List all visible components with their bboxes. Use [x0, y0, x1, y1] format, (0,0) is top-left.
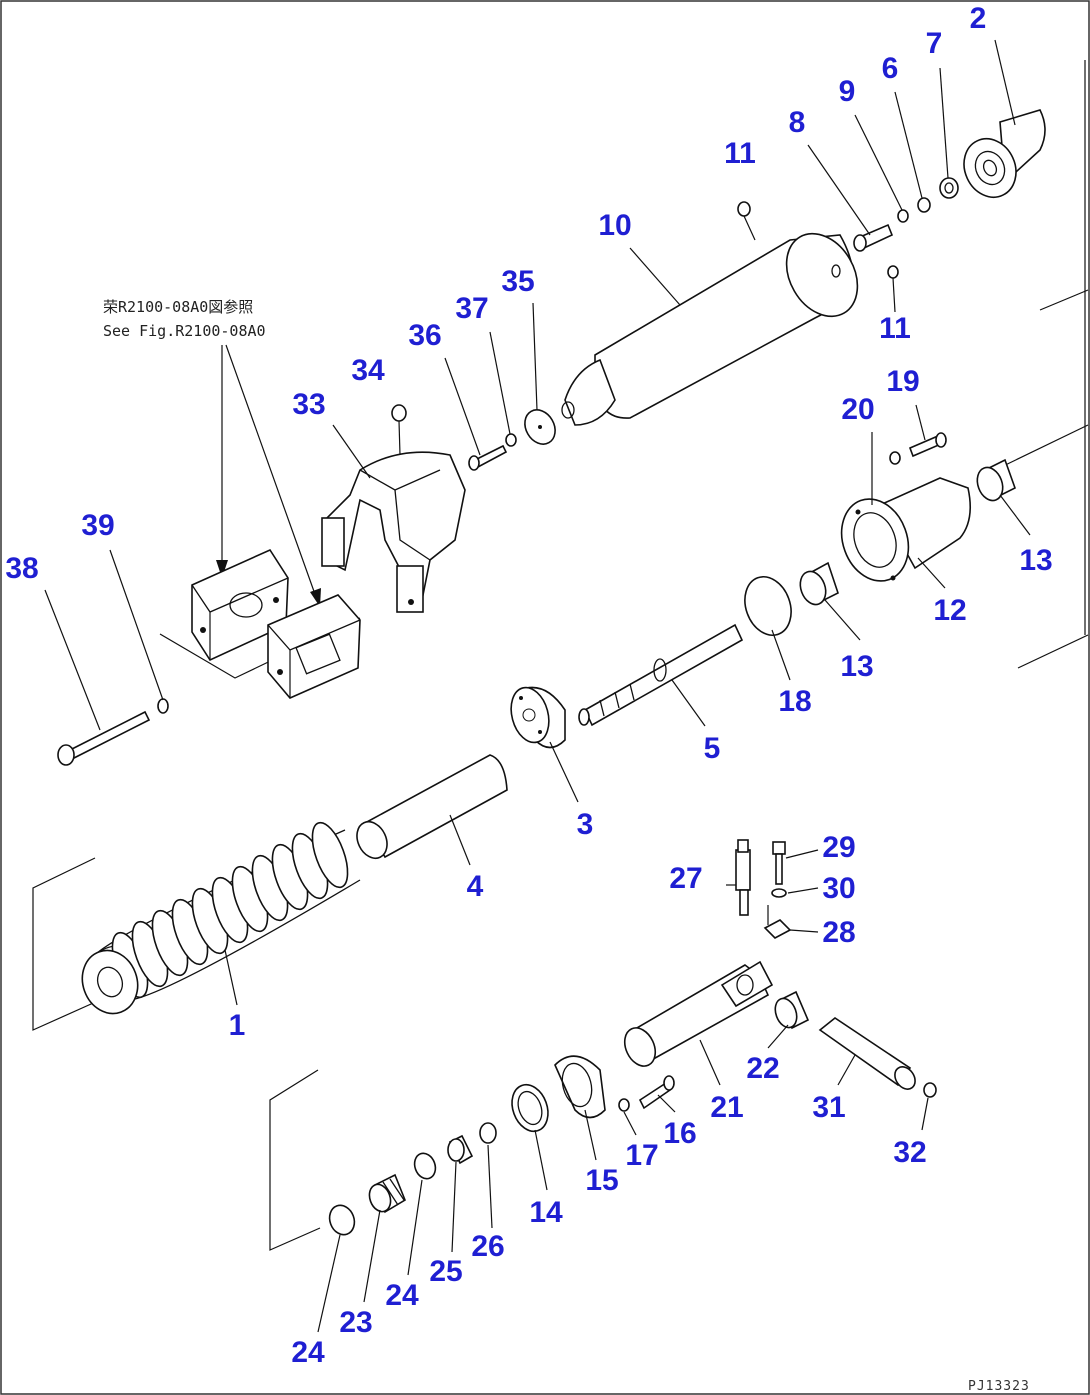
part-11-plug-right — [887, 265, 899, 313]
callout-c13b: 13 — [840, 650, 873, 683]
part-24-cap-lower — [328, 1204, 356, 1236]
part-37-washer — [505, 433, 517, 447]
part-39-washer — [157, 698, 169, 714]
leader-lines — [44, 39, 1031, 1333]
reference-note-en: See Fig.R2100-08A0 — [103, 322, 266, 340]
callout-c38: 38 — [5, 552, 38, 585]
callout-c11a: 11 — [724, 137, 756, 170]
callout-labels: 1234567891011111213131415161718192021222… — [5, 2, 1052, 1369]
part-38-long-bolt — [57, 710, 151, 766]
part-7-nut — [939, 177, 959, 199]
callout-c10: 10 — [598, 209, 631, 242]
part-2-end-cap — [963, 109, 1046, 198]
callout-c36: 36 — [408, 319, 441, 352]
part-30-washer — [771, 888, 787, 898]
callout-c3: 3 — [577, 808, 594, 841]
part-31-pin — [818, 1017, 916, 1090]
callout-c30: 30 — [822, 872, 855, 905]
figure-code: PJ13323 — [968, 1379, 1030, 1394]
callout-c20: 20 — [841, 393, 874, 426]
part-27-fitting — [735, 839, 751, 916]
part-9-washer — [897, 209, 909, 223]
part-24-ring-upper — [413, 1152, 437, 1180]
callout-c9: 9 — [839, 75, 856, 108]
part-36-bolt — [468, 444, 508, 471]
part-17-washer — [618, 1098, 630, 1112]
part-5-rod — [578, 623, 744, 727]
part-13-bushing-left — [799, 561, 839, 606]
callout-c7: 7 — [926, 27, 943, 60]
callout-c28: 28 — [822, 916, 855, 949]
callout-c24a: 24 — [385, 1279, 419, 1312]
part-14-seal — [511, 1083, 549, 1133]
callout-c8: 8 — [789, 106, 806, 139]
part-34-fitting — [391, 404, 407, 456]
callout-c35: 35 — [501, 265, 534, 298]
part-22-bushing — [774, 990, 810, 1030]
callout-c29: 29 — [822, 831, 855, 864]
callout-c17: 17 — [625, 1139, 658, 1172]
callout-c1: 1 — [229, 1009, 246, 1042]
part-12-housing — [840, 477, 971, 582]
part-8-bolt — [853, 223, 894, 252]
callout-c15: 15 — [585, 1164, 618, 1197]
callout-c23: 23 — [339, 1306, 372, 1339]
reference-arrows — [216, 344, 321, 607]
callout-c32: 32 — [893, 1136, 926, 1169]
callout-c2: 2 — [970, 2, 987, 35]
callout-c21: 21 — [710, 1091, 743, 1124]
part-4-tube — [356, 754, 508, 860]
part-6-washer — [917, 197, 931, 213]
part-11-plug-top — [737, 201, 756, 241]
reference-note-jp: 荣R2100-08A0図参照 — [103, 298, 253, 316]
part-26-o-ring — [479, 1122, 497, 1144]
callout-c27: 27 — [669, 862, 702, 895]
callout-c6: 6 — [882, 52, 899, 85]
part-block-right — [267, 594, 361, 699]
part-35-disc — [524, 409, 556, 445]
part-25-nut — [447, 1134, 474, 1165]
part-19-bolt — [908, 432, 947, 458]
callout-c25: 25 — [429, 1255, 462, 1288]
callout-c19: 19 — [886, 365, 919, 398]
callout-c13a: 13 — [1019, 544, 1052, 577]
part-16-bolt — [638, 1075, 675, 1110]
callout-c31: 31 — [812, 1091, 845, 1124]
callout-c14: 14 — [529, 1196, 563, 1229]
callout-c5: 5 — [704, 732, 721, 765]
callout-c24b: 24 — [291, 1336, 325, 1369]
callout-c22: 22 — [746, 1052, 779, 1085]
part-21-piston-tube — [623, 960, 774, 1067]
callout-c16: 16 — [663, 1117, 696, 1150]
callout-c33: 33 — [292, 388, 325, 421]
part-20-washer — [889, 451, 901, 465]
part-29-bolt — [772, 841, 786, 885]
part-15-plate — [554, 1055, 606, 1119]
part-32-plug — [923, 1082, 937, 1098]
callout-c37: 37 — [455, 292, 488, 325]
callout-c34: 34 — [351, 354, 385, 387]
callout-c26: 26 — [471, 1230, 504, 1263]
part-13-bushing-right — [976, 458, 1016, 502]
callout-c18: 18 — [778, 685, 811, 718]
callout-c39: 39 — [81, 509, 114, 542]
part-3-flange — [510, 686, 566, 749]
part-28-plate — [763, 905, 792, 939]
spring-coil — [311, 821, 349, 889]
part-10-cylinder — [561, 232, 859, 426]
part-1-spring — [81, 821, 361, 1015]
callout-c11b: 11 — [879, 312, 911, 345]
part-18-snap-ring — [744, 576, 792, 636]
part-33-yoke — [321, 451, 466, 613]
part-23-spring-small — [368, 1173, 406, 1214]
callout-c4: 4 — [467, 870, 484, 903]
callout-c12: 12 — [933, 594, 966, 627]
